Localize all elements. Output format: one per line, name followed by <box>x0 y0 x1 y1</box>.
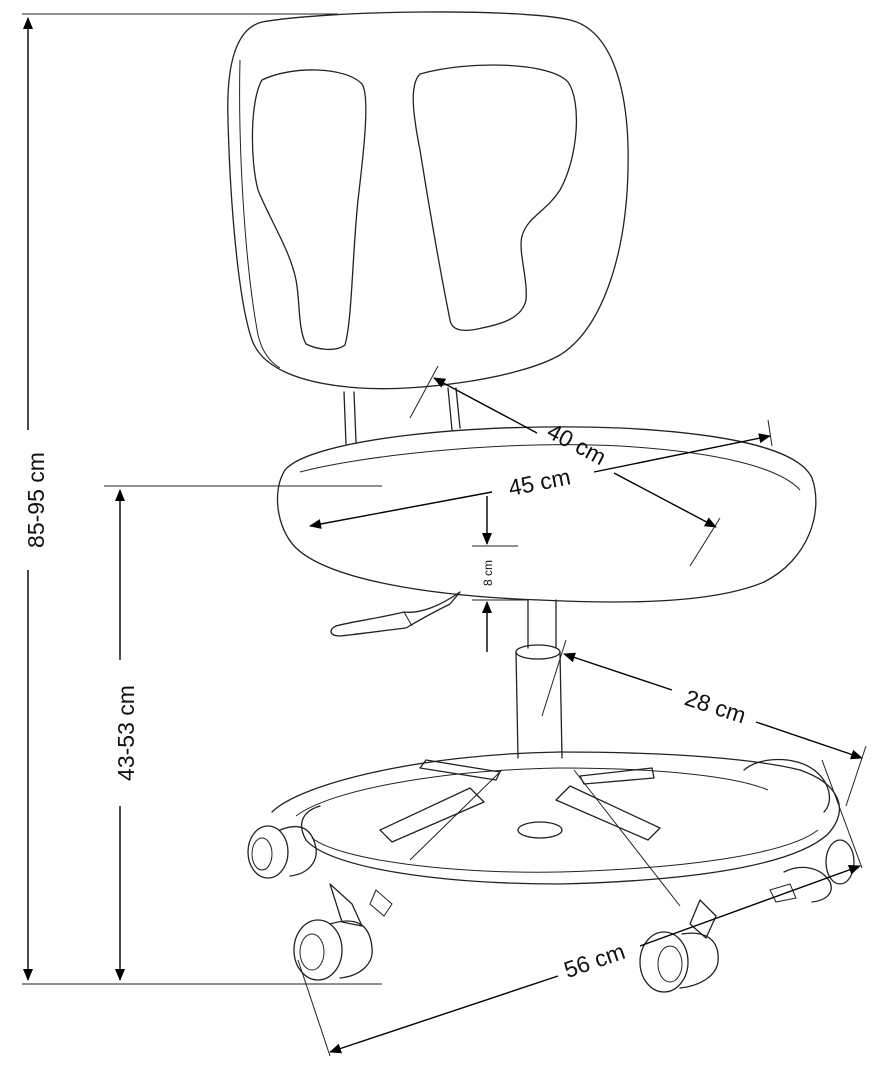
foot-ring-offset-label: 28 cm <box>682 684 750 728</box>
dimension-lines: 85-95 cm 43-53 cm 40 cm 45 cm <box>22 13 867 1057</box>
chair-illustration <box>227 11 855 993</box>
caster-front-left <box>293 883 393 981</box>
backrest <box>227 11 629 390</box>
seat <box>276 426 817 603</box>
caster-right <box>769 839 855 903</box>
seat-width-label: 45 cm <box>506 463 572 500</box>
overall-height-dimension: 85-95 cm <box>22 13 382 985</box>
base-star <box>379 759 681 907</box>
seat-depth-label: 40 cm <box>543 418 611 470</box>
foot-ring-offset-dimension: 28 cm <box>541 639 867 807</box>
base-width-dimension: 56 cm <box>297 759 863 1057</box>
seat-thickness-label: 8 cm <box>481 560 495 586</box>
back-post <box>343 387 461 445</box>
overall-height-label: 85-95 cm <box>23 452 49 548</box>
base-width-label: 56 cm <box>561 938 629 983</box>
seat-width-dimension: 45 cm <box>309 419 773 529</box>
seat-thickness-dimension: 8 cm <box>472 496 528 652</box>
seat-height-label: 43-53 cm <box>113 685 139 781</box>
caster-left <box>247 825 317 879</box>
foot-ring <box>271 751 841 885</box>
height-lever <box>330 591 461 637</box>
caster-front-right <box>639 899 719 993</box>
seat-height-dimension: 43-53 cm <box>104 485 382 981</box>
gas-lift <box>515 599 563 759</box>
